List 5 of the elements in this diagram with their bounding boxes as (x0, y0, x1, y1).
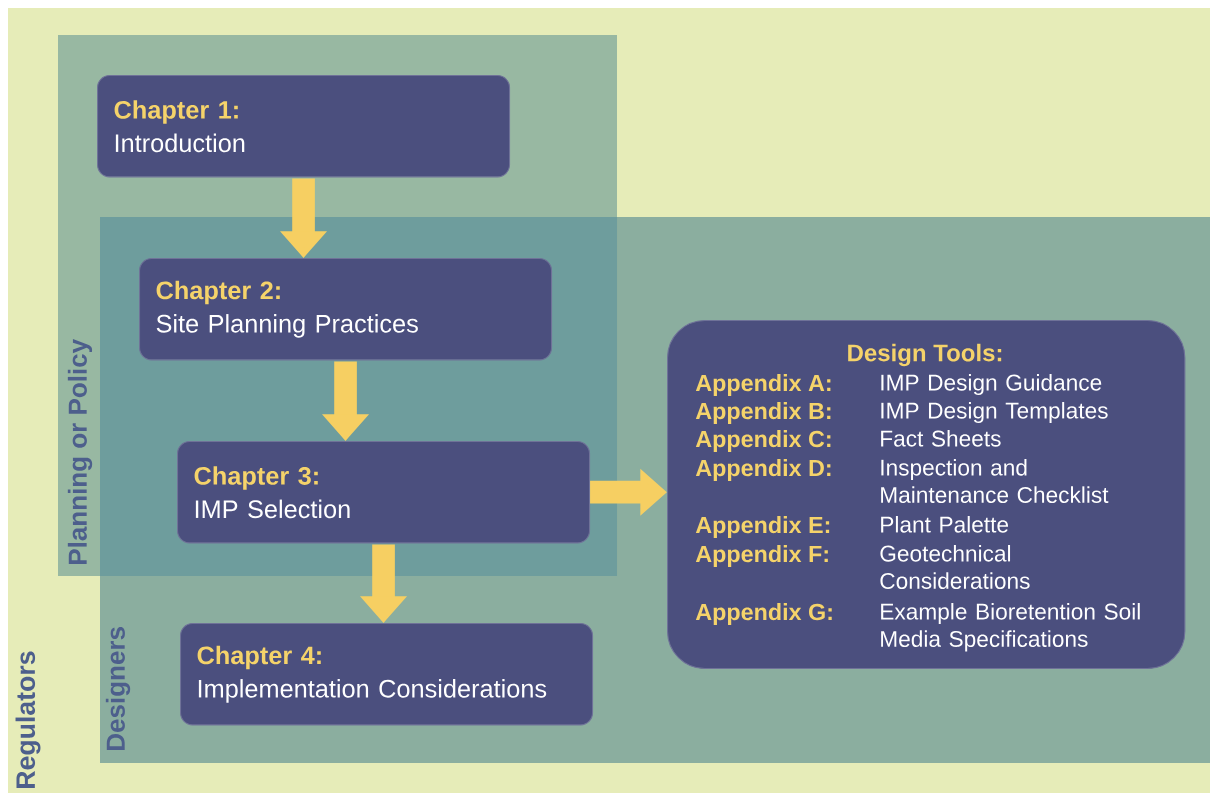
chapter-box: Chapter 2: Site Planning Practices (139, 258, 553, 361)
design-tools-box: Design Tools: Appendix A: IMP Design Guidance Appendix B: IMP Design Templates Appendix C: Fact Sheets Appendix D: Inspection and Maintenance Checklist Appendix E: Plant Palette Appendix F: Geotechnical Considerations Appendix G: Example Bioretention Soil Media Specifications (667, 320, 1186, 670)
chapter-box: Chapter 3: IMP Selection (177, 441, 591, 544)
chapter-box: Chapter 4: Implementation Considerations (180, 623, 594, 726)
chapter-box: Chapter 1: Introduction (97, 75, 511, 178)
